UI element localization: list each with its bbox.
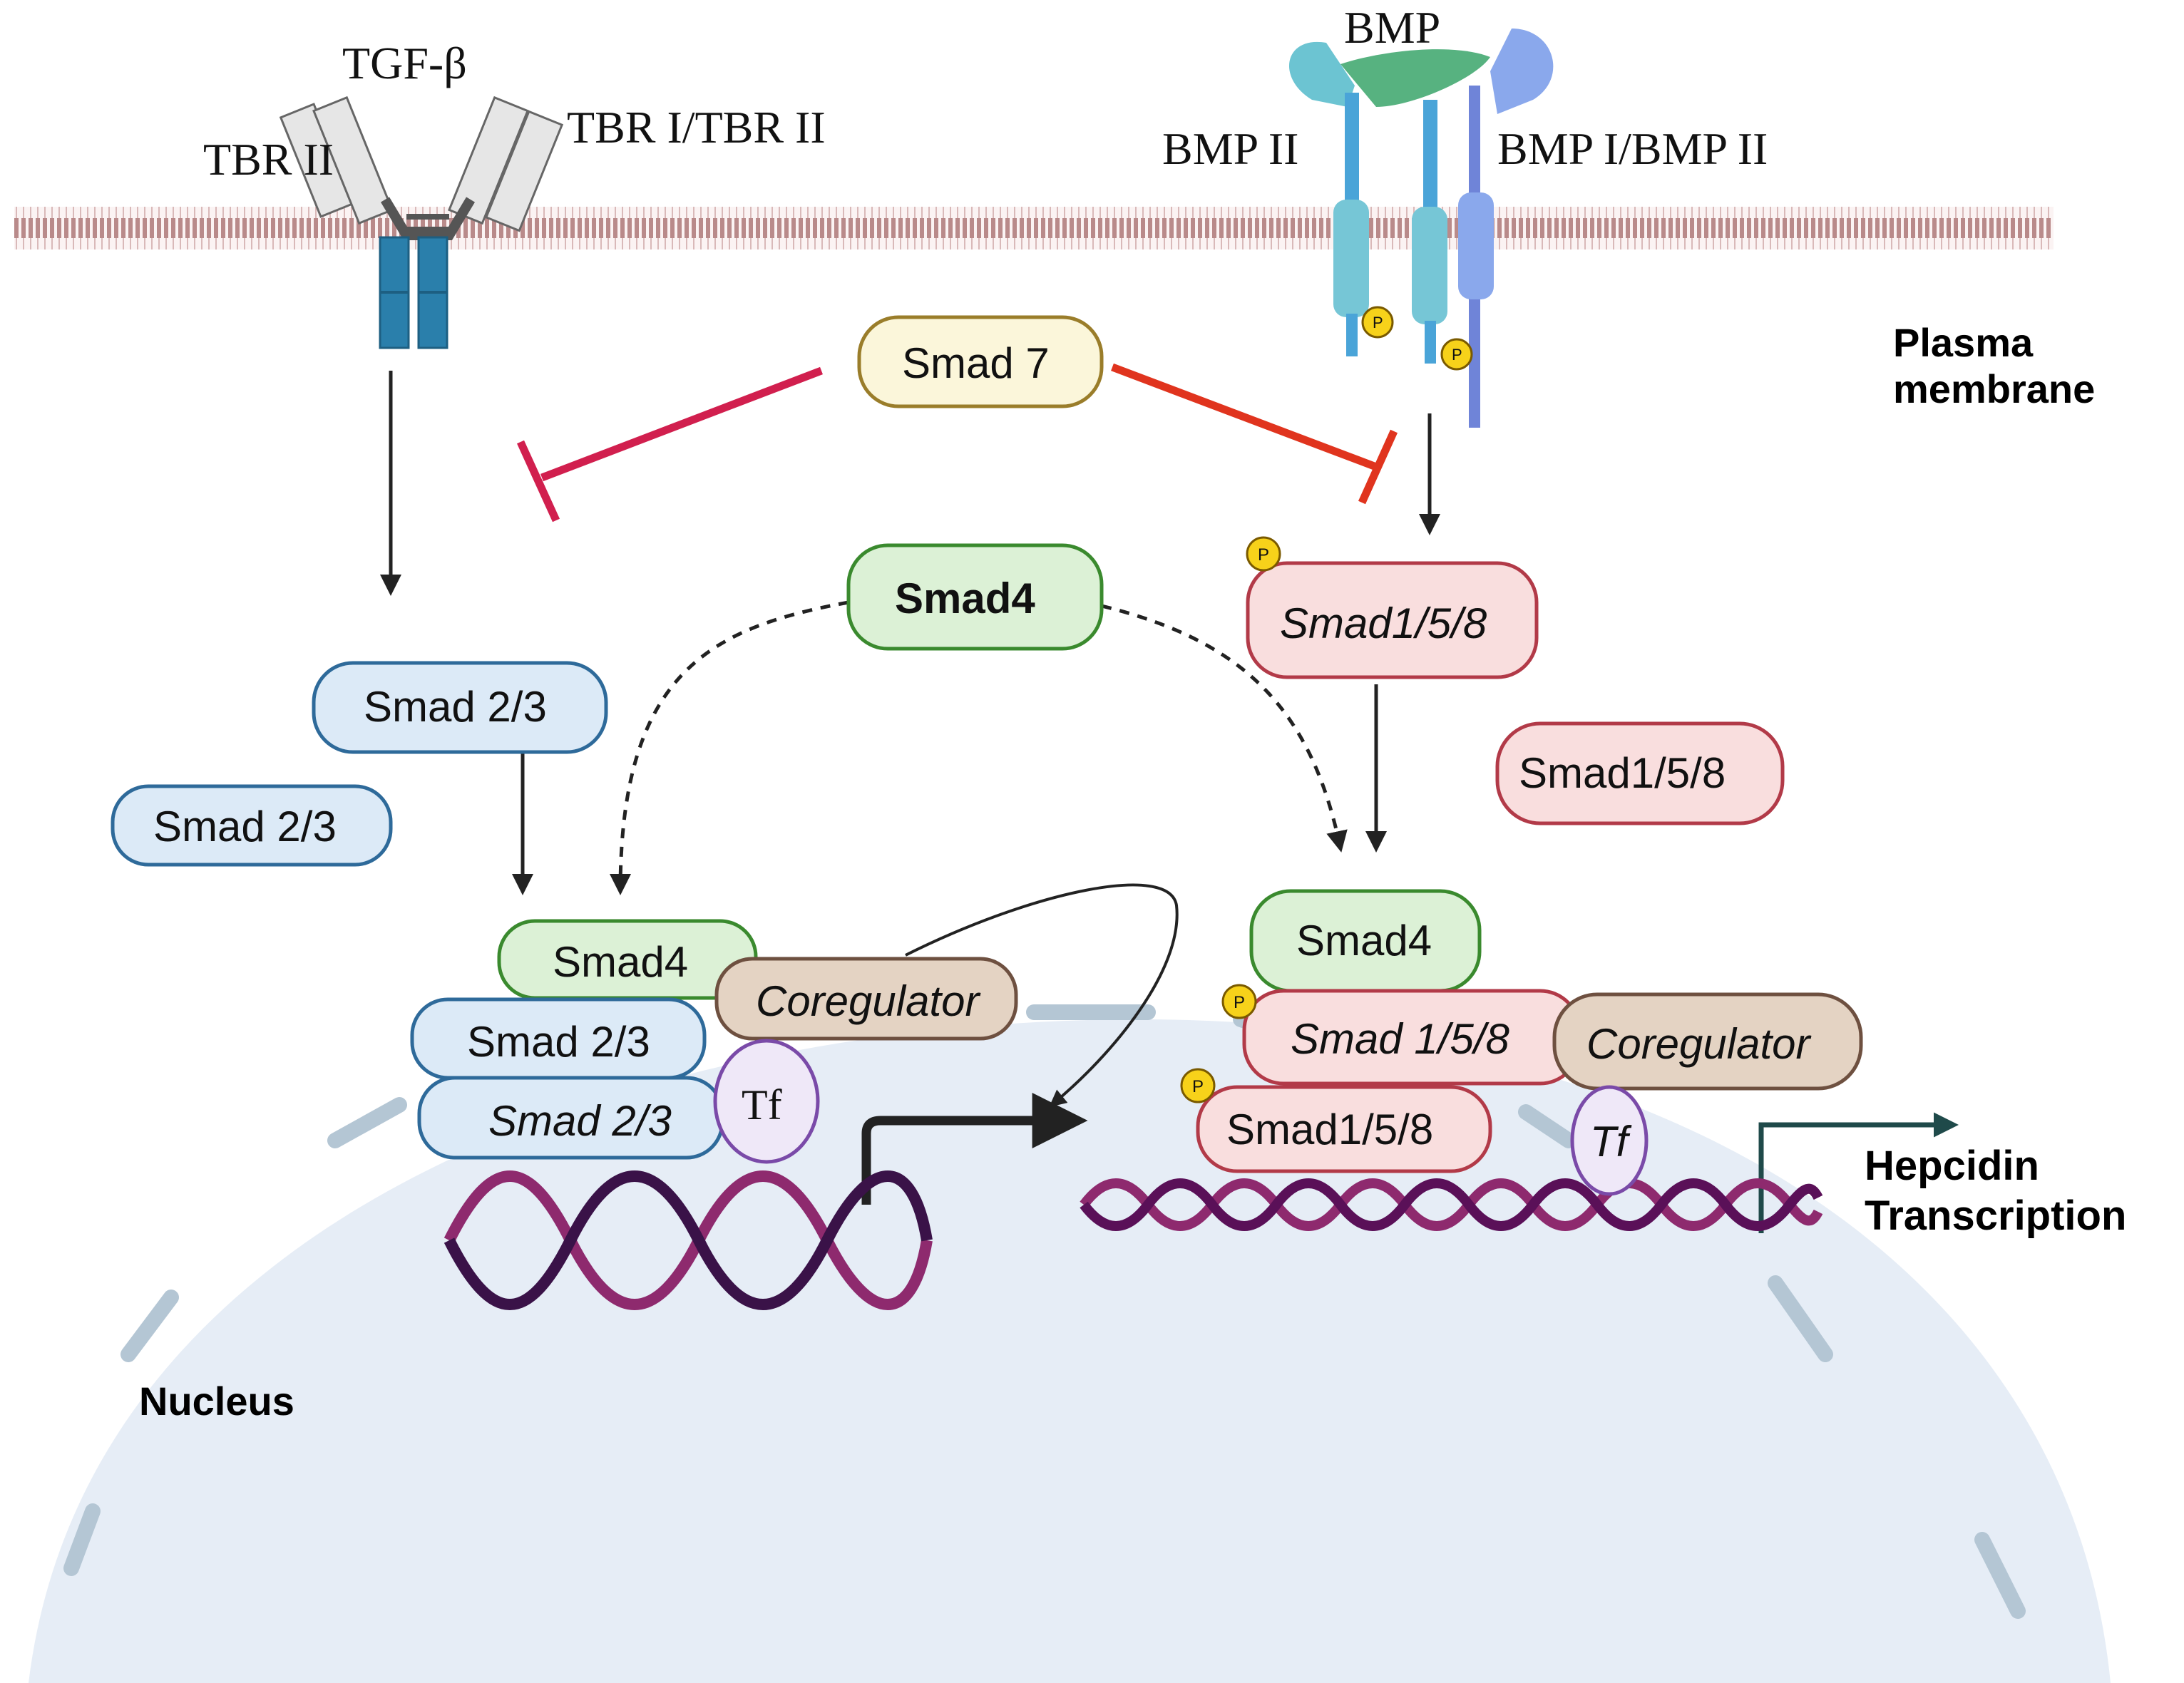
nucleus-label: Nucleus [139, 1379, 294, 1424]
bmp-receptor [1288, 29, 1554, 428]
dashed-arrow-smad4-right [1101, 604, 1348, 853]
right-smad4-node: Smad4 [1249, 889, 1482, 993]
phospho-icon: P [1221, 984, 1257, 1019]
svg-text:Tf: Tf [1590, 1118, 1632, 1165]
smad23-node: Smad 2/3 [312, 661, 608, 754]
arrows [380, 371, 1959, 1233]
inhibit-smad7-right [1111, 363, 1378, 471]
smad7-node: Smad 7 [857, 315, 1104, 408]
svg-text:Tf: Tf [742, 1081, 782, 1128]
phospho-icon: P [1180, 1068, 1216, 1103]
svg-text:P: P [1192, 1077, 1204, 1096]
tgf-beta-label: TGF-β [342, 38, 467, 88]
curved-arrow-feedback [905, 883, 1179, 1108]
tbr-ii-label: TBR II [203, 134, 334, 185]
svg-text:Smad4: Smad4 [895, 575, 1035, 622]
dashed-arrow-smad4-left [610, 600, 849, 895]
bmp-label: BMP [1344, 2, 1440, 53]
svg-text:Smad1/5/8: Smad1/5/8 [1519, 749, 1726, 797]
svg-text:Smad 2/3: Smad 2/3 [153, 803, 337, 850]
svg-text:P: P [1234, 993, 1245, 1012]
svg-text:P: P [1258, 545, 1269, 565]
inhibit-smad7-left [540, 366, 823, 482]
right-tf-node: Tf [1570, 1085, 1649, 1196]
smad158-node: Smad1/5/8 [1495, 721, 1785, 825]
right-coregulator-node: Coregulator [1552, 992, 1863, 1091]
left-smad23-top-node: Smad 2/3 [410, 997, 707, 1080]
svg-text:Smad 2/3: Smad 2/3 [364, 683, 547, 731]
bmp-i-bmp-ii-label: BMP I/BMP II [1497, 123, 1768, 174]
svg-text:Coregulator: Coregulator [756, 977, 981, 1025]
phospho-icon: P [1440, 338, 1473, 371]
right-smad158-top-node: Smad 1/5/8 [1242, 989, 1581, 1086]
svg-text:Smad1/5/8: Smad1/5/8 [1280, 599, 1487, 647]
svg-text:Smad 7: Smad 7 [902, 339, 1050, 387]
svg-text:Smad4: Smad4 [1296, 917, 1432, 964]
plasma-membrane-label-1: Plasma [1893, 320, 2034, 365]
svg-text:Smad 1/5/8: Smad 1/5/8 [1291, 1015, 1509, 1063]
transcription-arrow-left [861, 1093, 1088, 1205]
smad158-phospho-node: Smad1/5/8 [1246, 561, 1539, 679]
left-tf-node: Tf [713, 1039, 820, 1164]
smad4-center-node: Smad4 [846, 543, 1104, 651]
phospho-icon: P [1361, 306, 1394, 339]
svg-text:P: P [1452, 346, 1462, 364]
dna-right [1080, 1178, 1823, 1231]
bmp-ii-label: BMP II [1162, 123, 1298, 174]
left-coregulator-node: Coregulator [714, 957, 1018, 1041]
transcription-arrow-right [1758, 1112, 1959, 1233]
plasma-membrane-label-2: membrane [1893, 366, 2095, 411]
svg-text:Smad4: Smad4 [553, 938, 688, 986]
smad23-node: Smad 2/3 [111, 784, 393, 867]
phospho-icon: P [1246, 536, 1281, 572]
svg-text:Smad 2/3: Smad 2/3 [467, 1018, 650, 1066]
hepcidin-label-1: Hepcidin [1865, 1143, 2039, 1189]
tgf-beta-receptor [279, 96, 564, 349]
svg-text:P: P [1373, 314, 1383, 331]
dna-left [444, 1170, 933, 1310]
left-smad23-bottom-node: Smad 2/3 [417, 1076, 724, 1160]
plasma-membrane [14, 207, 2054, 249]
inhibition-lines [516, 363, 1398, 523]
svg-text:Smad 2/3: Smad 2/3 [488, 1097, 672, 1145]
tbr-i-tbr-ii-label: TBR I/TBR II [567, 102, 826, 153]
right-smad158-bottom-node: Smad1/5/8 [1196, 1085, 1492, 1173]
left-smad4-node: Smad4 [497, 919, 758, 1000]
svg-text:Coregulator: Coregulator [1586, 1020, 1812, 1068]
nucleus [29, 1004, 2111, 1683]
hepcidin-label-2: Transcription [1865, 1193, 2126, 1239]
svg-text:Smad1/5/8: Smad1/5/8 [1226, 1106, 1433, 1153]
